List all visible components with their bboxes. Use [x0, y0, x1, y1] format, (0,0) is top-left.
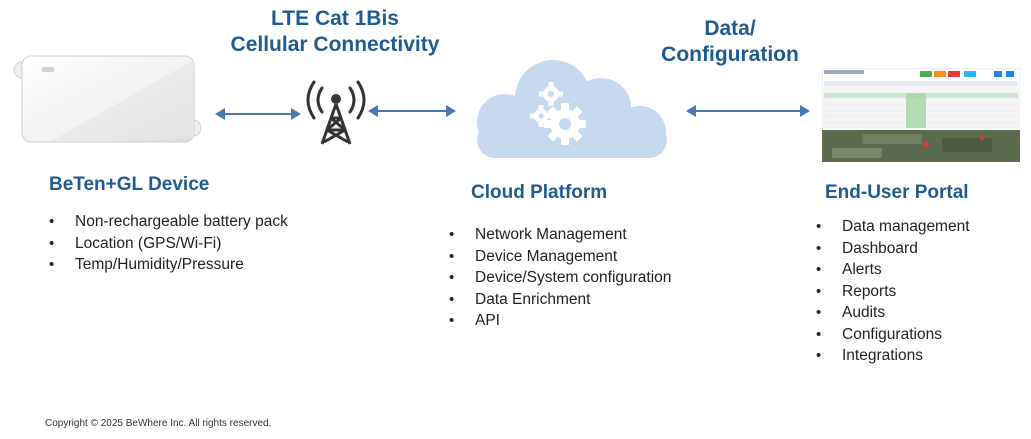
data-label-line1: Data/ [704, 17, 756, 40]
data-label-line2: Configuration [661, 42, 799, 66]
list-item: Temp/Humidity/Pressure [47, 254, 367, 276]
cloud-feature-list: Network Management Device Management Dev… [447, 224, 747, 332]
gear-icon [530, 82, 586, 145]
cell-tower-icon [306, 80, 366, 145]
list-item: Configurations [814, 324, 1024, 346]
device-icon [13, 55, 202, 143]
list-item: Device Management [447, 246, 747, 268]
list-item: Data Enrichment [447, 289, 747, 311]
list-item: API [447, 310, 747, 332]
cellular-label-line1: LTE Cat 1Bis [271, 7, 399, 30]
list-item: Non-rechargeable battery pack [47, 211, 367, 233]
data-link-label: Data/ Configuration [640, 16, 820, 67]
arrow-cloud-portal [686, 105, 810, 117]
portal-feature-list: Data management Dashboard Alerts Reports… [814, 216, 1024, 367]
device-title: BeTen+GL Device [49, 174, 210, 195]
cellular-link-label: LTE Cat 1Bis Cellular Connectivity [215, 6, 455, 57]
arrow-device-tower [215, 108, 301, 120]
portal-screenshot [822, 68, 1020, 162]
portal-title: End-User Portal [825, 182, 969, 203]
list-item: Audits [814, 302, 1024, 324]
list-item: Device/System configuration [447, 267, 747, 289]
cloud-title: Cloud Platform [471, 182, 608, 203]
list-item: Network Management [447, 224, 747, 246]
arrow-tower-cloud [368, 105, 456, 117]
cellular-label-line2: Cellular Connectivity [230, 32, 440, 56]
copyright: Copyright © 2025 BeWhere Inc. All rights… [45, 418, 272, 429]
device-feature-list: Non-rechargeable battery pack Location (… [47, 211, 367, 276]
list-item: Reports [814, 281, 1024, 303]
list-item: Integrations [814, 345, 1024, 367]
cloud-icon [477, 60, 667, 158]
list-item: Alerts [814, 259, 1024, 281]
list-item: Data management [814, 216, 1024, 238]
list-item: Location (GPS/Wi-Fi) [47, 233, 367, 255]
list-item: Dashboard [814, 238, 1024, 260]
